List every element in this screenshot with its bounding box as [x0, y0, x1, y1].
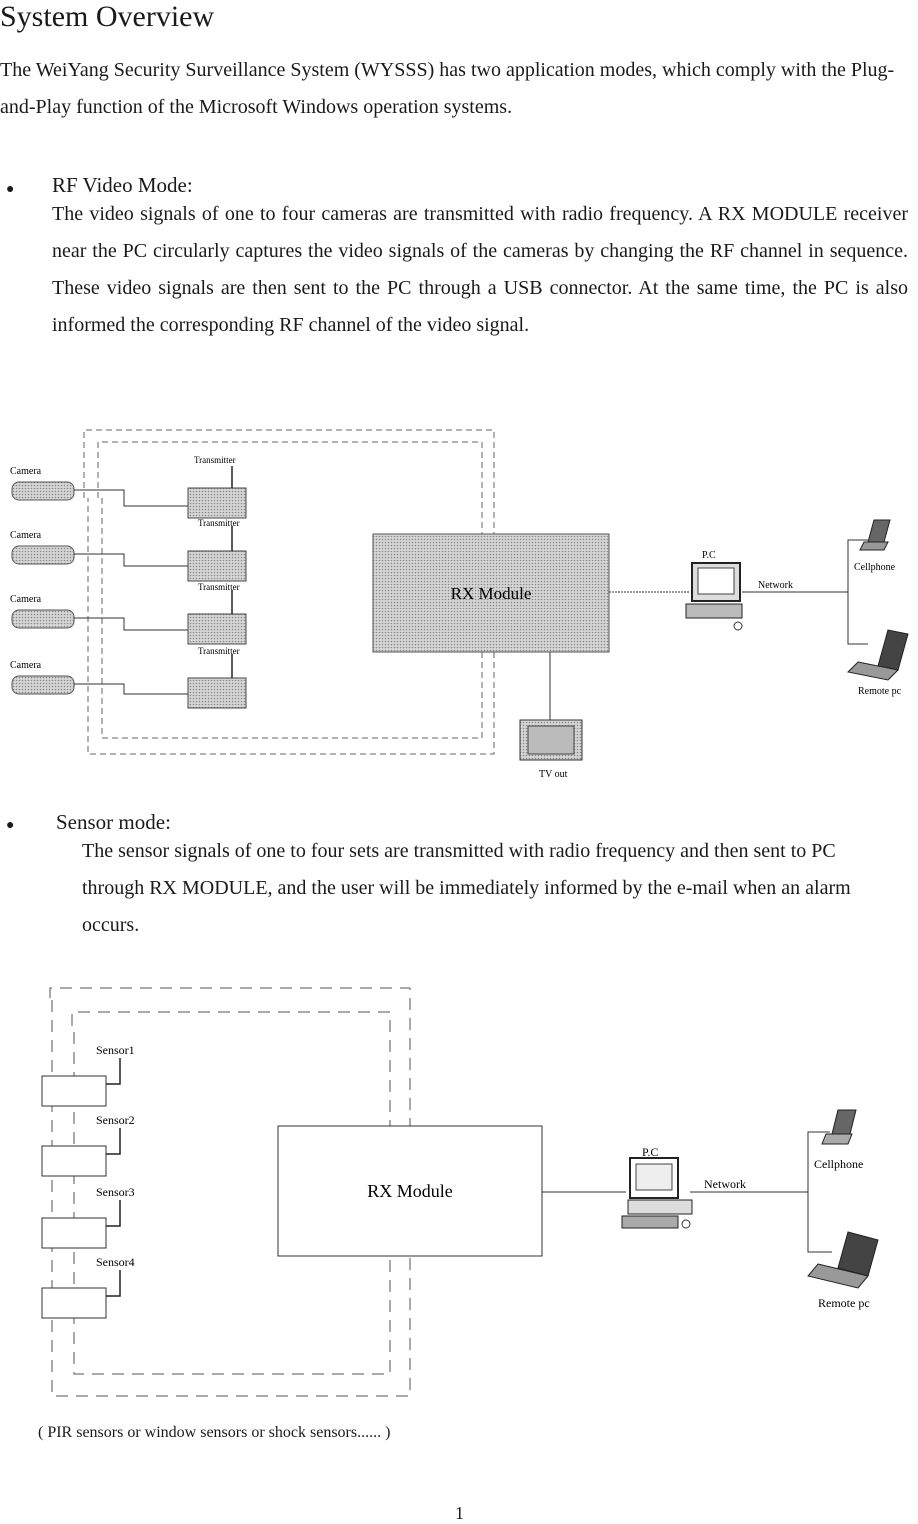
camera-2: [11, 545, 75, 565]
camera-label-2: Camera: [10, 530, 42, 541]
camera-4: [11, 675, 75, 695]
pc-icon: [621, 1157, 693, 1229]
laptop-icon: [846, 629, 909, 681]
cellphone-label: Cellphone: [814, 1157, 863, 1171]
transmitter-4: [187, 677, 247, 709]
remote-pc-label: Remote pc: [858, 686, 902, 697]
transmitter-1: [187, 487, 247, 519]
cellphone-icon: [821, 1109, 857, 1145]
camera-3: [11, 609, 75, 629]
transmitter-label-3: Transmitter: [198, 582, 240, 592]
rf-mode-heading: RF Video Mode:: [52, 173, 193, 197]
transmitter-label-1: Transmitter: [194, 455, 236, 465]
transmitter-label-2: Transmitter: [198, 518, 240, 528]
cellphone-icon: [859, 519, 891, 551]
pc-label: P.C: [642, 1145, 658, 1159]
tv-out-label: TV out: [539, 769, 568, 780]
sensor-label-1: Sensor1: [96, 1043, 135, 1057]
intro-paragraph: The WeiYang Security Surveillance System…: [0, 59, 895, 118]
bullet-icon: ●: [6, 182, 15, 197]
sensor-box-1: [41, 1075, 107, 1107]
page-number: 1: [455, 1503, 464, 1523]
sensor-diagram: Sensor1 Sensor2 Sensor3 Sensor4 RX Modul…: [41, 987, 879, 1397]
tv-icon: [519, 719, 583, 761]
camera-label-1: Camera: [10, 466, 42, 477]
laptop-icon: [807, 1231, 879, 1289]
page-title: System Overview: [0, 0, 215, 33]
camera-label-4: Camera: [10, 660, 42, 671]
cellphone-label: Cellphone: [854, 562, 896, 573]
camera-1: [11, 481, 75, 501]
transmitter-3: [187, 613, 247, 645]
rx-module-label: RX Module: [367, 1181, 453, 1201]
pc-label: P.C: [702, 550, 716, 561]
rx-module-box: [372, 533, 610, 653]
sensor-label-2: Sensor2: [96, 1113, 135, 1127]
pc-icon: [685, 562, 743, 631]
sensor-box-3: [41, 1217, 107, 1249]
camera-label-3: Camera: [10, 594, 42, 605]
rf-mode-body: The video signals of one to four cameras…: [52, 203, 908, 336]
rf-video-diagram: Camera Camera Camera Camera Transmitter …: [10, 429, 909, 780]
transmitter-label-4: Transmitter: [198, 646, 240, 656]
sensor-box-4: [41, 1287, 107, 1319]
sensor-box-2: [41, 1145, 107, 1177]
transmitter-2: [187, 550, 247, 582]
remote-pc-label: Remote pc: [818, 1296, 870, 1310]
sensor-label-3: Sensor3: [96, 1185, 135, 1199]
bullet-icon: ●: [6, 818, 15, 833]
sensor-mode-body: The sensor signals of one to four sets a…: [82, 840, 851, 936]
sensor-label-4: Sensor4: [96, 1255, 135, 1269]
sensor-mode-heading: Sensor mode:: [56, 810, 171, 834]
network-label: Network: [758, 580, 793, 591]
sensor-caption: ( PIR sensors or window sensors or shock…: [38, 1424, 391, 1441]
network-label: Network: [704, 1177, 746, 1191]
rx-module-box: [277, 1125, 543, 1257]
rx-module-label: RX Module: [451, 584, 532, 603]
